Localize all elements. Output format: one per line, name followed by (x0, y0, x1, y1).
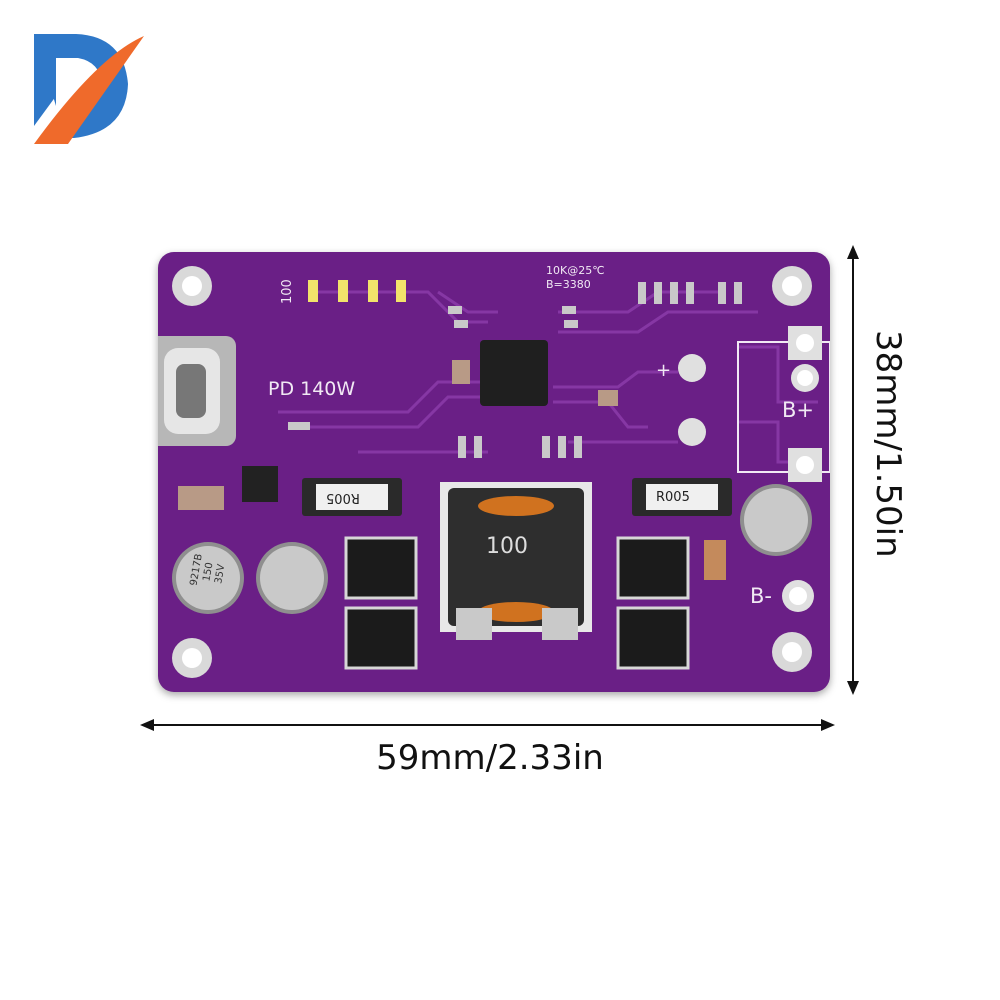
power-rating-label: PD 140W (268, 378, 356, 400)
pcb-board: PD 140W 100 10K@25℃ B=3380 + B+ B- 100 R… (158, 252, 830, 692)
battery-minus-label: B- (750, 584, 772, 608)
plus-label: + (656, 360, 672, 381)
width-dimension-label: 59mm/2.33in (376, 738, 604, 778)
ntc-spec-line2: B=3380 (546, 278, 591, 291)
height-dimension-arrow (847, 245, 859, 695)
brand-logo (34, 34, 144, 144)
shunt-right-marking: R005 (656, 490, 690, 505)
mounting-holes (172, 266, 812, 678)
inductor-marking: 100 (486, 534, 528, 559)
battery-plus-label: B+ (782, 398, 815, 422)
shunt-left-marking: R005 (326, 490, 360, 505)
pcb-artwork (158, 266, 830, 678)
ntc-spec-line1: 10K@25℃ (546, 264, 605, 277)
width-dimension-arrow (140, 719, 835, 731)
led-resistor-label: 100 (280, 279, 295, 304)
height-dimension-label: 38mm/1.50in (868, 330, 908, 558)
